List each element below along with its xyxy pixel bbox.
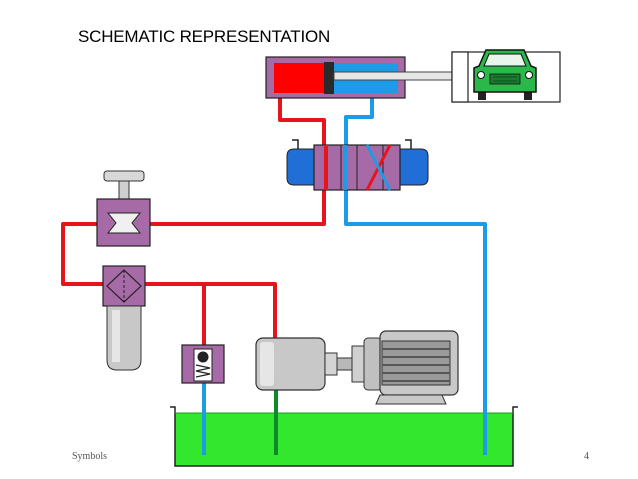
pump-icon	[255, 337, 354, 391]
directional-control-valve-icon	[286, 139, 429, 191]
reservoir-tank-icon	[170, 406, 518, 467]
filter-icon	[102, 265, 146, 371]
pressure-control-valve-icon	[96, 170, 151, 247]
double-acting-cylinder-icon	[265, 56, 453, 99]
page-number: 4	[584, 451, 589, 462]
footer-label: Symbols	[72, 451, 108, 462]
return-lines	[202, 90, 487, 455]
relief-valve-icon	[181, 344, 225, 384]
slide-title: SCHEMATIC REPRESENTATION	[78, 27, 331, 46]
pressure-lines	[61, 90, 326, 345]
electric-motor-icon	[351, 330, 459, 405]
car-load-icon	[451, 49, 561, 103]
